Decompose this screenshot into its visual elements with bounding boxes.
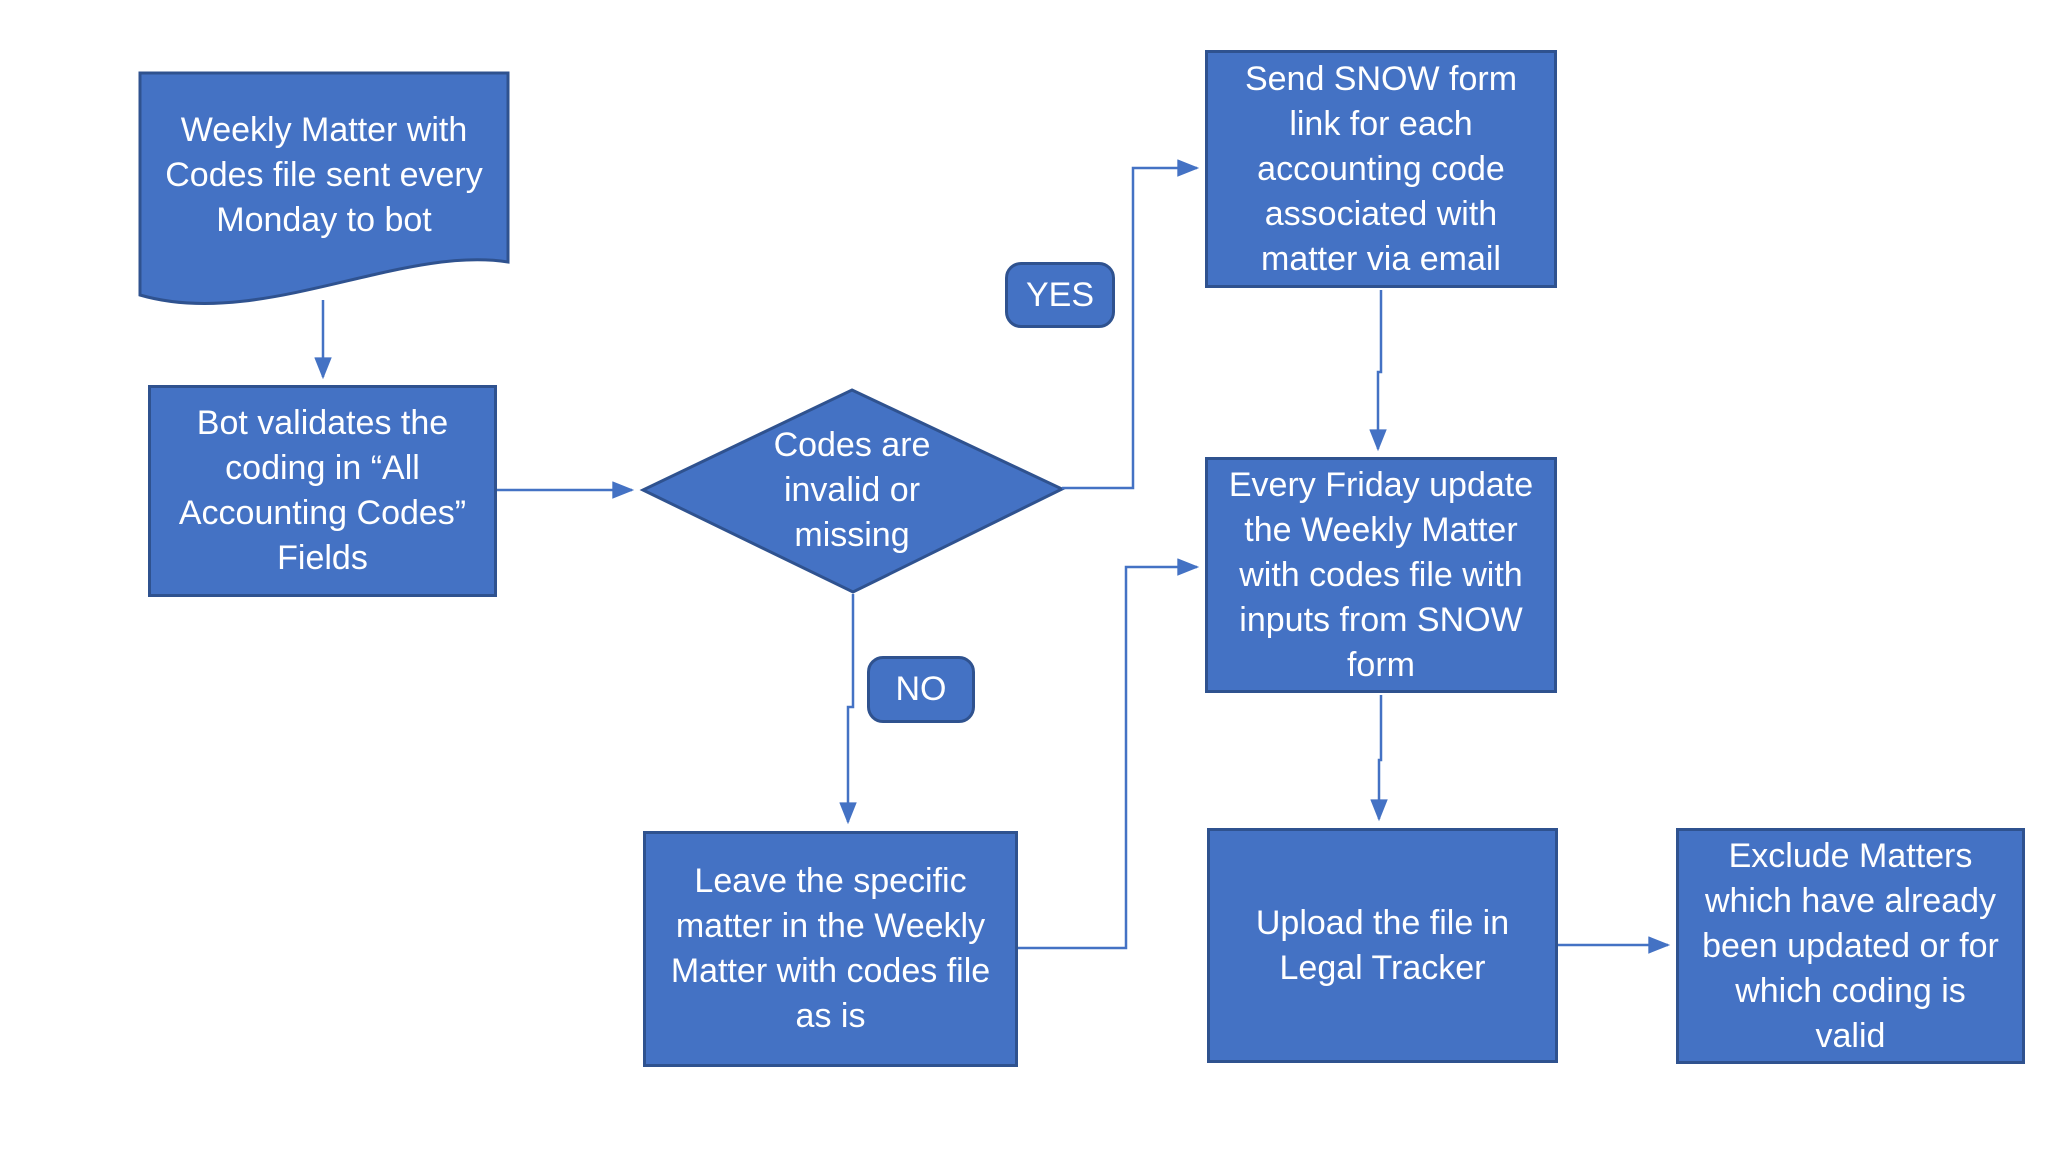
node-upload-legal-tracker: Upload the file in Legal Tracker bbox=[1207, 828, 1558, 1063]
connector-leave-matter-to-friday-update bbox=[1018, 558, 1200, 950]
connector-decision-no-to-leave-matter bbox=[839, 594, 857, 825]
node-send-snow-form: Send SNOW form link for each accounting … bbox=[1205, 50, 1557, 288]
edge-label-yes: YES bbox=[1005, 262, 1115, 328]
node-friday-update: Every Friday update the Weekly Matter wi… bbox=[1205, 457, 1557, 693]
connector-friday-update-to-upload bbox=[1370, 695, 1388, 822]
decision-diamond-shape bbox=[639, 388, 1066, 594]
node-bot-validates: Bot validates the coding in “All Account… bbox=[148, 385, 497, 597]
connector-decision-yes-to-send-snow bbox=[1062, 159, 1200, 490]
node-exclude-matters: Exclude Matters which have already been … bbox=[1676, 828, 2025, 1064]
node-leave-matter-as-is: Leave the specific matter in the Weekly … bbox=[643, 831, 1018, 1067]
document-shape bbox=[138, 71, 510, 305]
edge-label-no: NO bbox=[867, 656, 975, 723]
connector-send-snow-to-friday-update bbox=[1369, 290, 1387, 452]
